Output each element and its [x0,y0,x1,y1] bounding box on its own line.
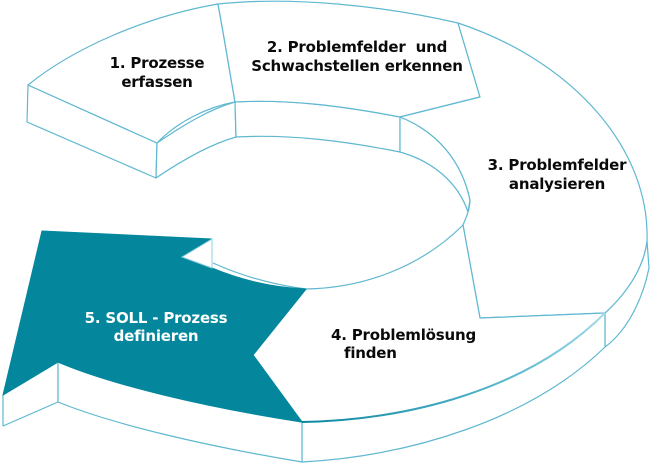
segment-3-label-line2: analysieren [508,175,606,193]
segment-2-face [217,0,481,118]
segment-4-label-line1: 4. Problemlösung [331,326,477,344]
segment-5-label-line1: 5. SOLL - Prozess [84,309,228,327]
segment-3-face [399,22,648,319]
arrow-notch-triangle [180,238,213,269]
segment-2-label-line2: Schwachstellen erkennen [251,57,463,75]
inner-hole-near-edge [212,262,307,290]
segment-4-label-line2: finden [344,344,397,362]
segment-2-label-line1: 2. Problemfelder und [266,38,448,56]
segment-3-label-line1: 3. Problemfelder [487,156,627,174]
segment-4-wall-top-edge [301,312,606,423]
segment-1-label-line1: 1. Prozesse [109,54,205,72]
segment-5-label-line2: definieren [113,327,199,345]
highlight-arrow-face [2,230,307,423]
segment-1-label-line2: erfassen [121,73,193,91]
